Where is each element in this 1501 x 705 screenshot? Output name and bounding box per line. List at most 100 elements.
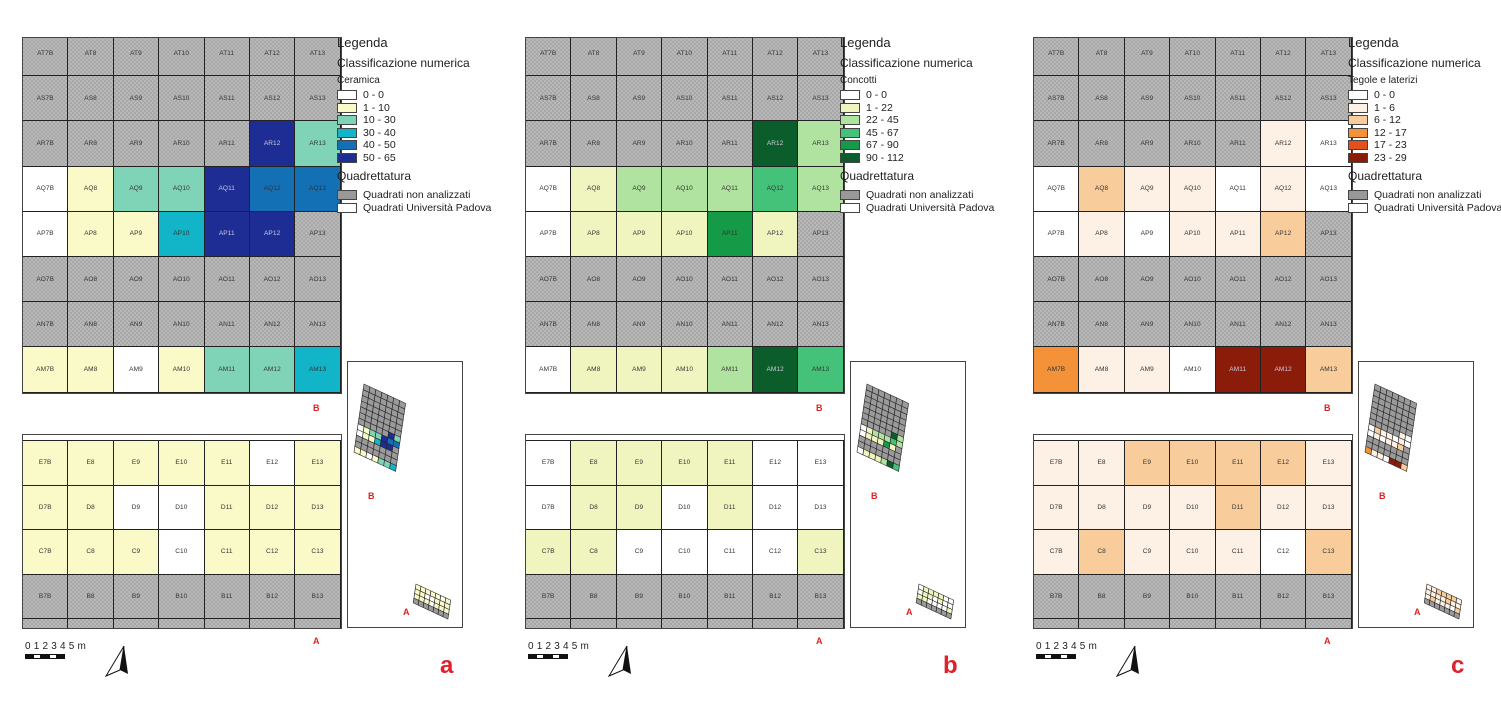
grid-square: C12 [1259, 529, 1307, 575]
legend-label: Quadrati Università Padova [363, 201, 492, 214]
grid-square: AT13 [1305, 37, 1352, 77]
grid-square: D12 [248, 484, 296, 530]
grid-square: AT12 [1259, 37, 1307, 77]
grid-square: AO7B [22, 255, 69, 303]
legend-swatch [337, 90, 357, 101]
grid-square: AN9 [1123, 301, 1171, 348]
grid-square: A13 [797, 618, 844, 628]
scale-segment [1044, 654, 1052, 659]
legend-swatch [337, 127, 357, 138]
grid-square: E9 [112, 440, 160, 486]
legend-category: Concotti [840, 75, 877, 86]
grid-square: AQ8 [67, 165, 114, 212]
grid-square: AN12 [1259, 301, 1307, 348]
grid-square: A13 [294, 618, 341, 628]
grid-square: AR12 [751, 120, 799, 167]
grid-square: B13 [1305, 573, 1352, 619]
grid-square: B11 [706, 573, 753, 619]
grid-square: E8 [570, 440, 617, 486]
grid-square: AM7B [22, 346, 69, 393]
grid-square [22, 618, 69, 628]
grid-square: AR12 [1259, 120, 1307, 167]
grid-square: E11 [706, 440, 753, 486]
grid-square: AN11 [1214, 301, 1261, 348]
legend-item: Quadrati Università Padova [1348, 202, 1501, 215]
grid-square: AT13 [294, 37, 341, 77]
grid-square: AT9 [1123, 37, 1171, 77]
grid-square: AQ8 [570, 165, 617, 212]
grid-square: AP8 [570, 210, 617, 257]
grid-square: B7B [525, 573, 572, 619]
grid-square: B10 [661, 573, 708, 619]
grid-square: AS8 [67, 75, 114, 122]
grid-square: AP12 [751, 210, 799, 257]
scale-segment [1060, 654, 1068, 659]
grid-square: AT10 [661, 37, 708, 77]
legend-range: 17 - 23 [1374, 139, 1407, 152]
legend-item: 22 - 45 [840, 114, 1000, 127]
grid-square: AM13 [294, 346, 341, 393]
grid-square: E11 [1214, 440, 1261, 486]
grid-square: AR11 [203, 120, 250, 167]
scale-segment [552, 654, 560, 659]
grid-square: AP11 [706, 210, 753, 257]
legend-item: 0 - 0 [1348, 89, 1501, 102]
grid-square: AR9 [1123, 120, 1171, 167]
grid-square: AQ13 [1305, 165, 1352, 212]
area-label-b: B [313, 403, 320, 413]
grid-square: AQ13 [294, 165, 341, 212]
grid-square [570, 618, 617, 628]
grid-square: AR13 [797, 120, 844, 167]
legend-item: 0 - 0 [840, 89, 1000, 102]
grid-square: AO12 [751, 255, 799, 303]
legend-range: 0 - 0 [866, 89, 888, 102]
scale-segment [544, 654, 552, 659]
legend-title: Legenda [1348, 35, 1399, 50]
grid-square: AS7B [1033, 75, 1080, 122]
grid-square: AQ8 [1078, 165, 1125, 212]
grid-square: AQ10 [158, 165, 205, 212]
grid-square: C7B [525, 529, 572, 575]
grid-square: AM12 [1259, 346, 1307, 393]
grid-square: AP13 [294, 210, 341, 257]
north-arrow-icon [104, 645, 128, 678]
legend-item: Quadrati non analizzati [1348, 189, 1501, 202]
legend-item: 17 - 23 [1348, 139, 1501, 152]
grid-square: B10 [1169, 573, 1216, 619]
grid-square: AP11 [1214, 210, 1261, 257]
grid-square: AM10 [158, 346, 205, 393]
grid-square: AM9 [1123, 346, 1171, 393]
grid-square: AT11 [203, 37, 250, 77]
grid-square: AQ9 [615, 165, 663, 212]
grid-square: AT7B [525, 37, 572, 77]
grid-square: C10 [1169, 529, 1216, 575]
grid-square: AO12 [1259, 255, 1307, 303]
grid-square: E12 [1259, 440, 1307, 486]
locator-square [945, 611, 952, 620]
grid-square: D8 [570, 484, 617, 530]
legend-classification: Classificazione numerica [1348, 56, 1481, 70]
legend-item: 12 - 17 [1348, 127, 1501, 140]
grid-square: D7B [525, 484, 572, 530]
grid-square: AO11 [203, 255, 250, 303]
inset-label-a: A [906, 607, 913, 617]
grid-square: AP12 [248, 210, 296, 257]
grid-square: AM7B [1033, 346, 1080, 393]
panel-letter: b [943, 652, 958, 679]
grid-square: AS10 [1169, 75, 1216, 122]
grid-square: D8 [67, 484, 114, 530]
grid-square: AS11 [203, 75, 250, 122]
grid-square: AQ10 [1169, 165, 1216, 212]
grid-square: AS10 [158, 75, 205, 122]
grid-square: AS9 [1123, 75, 1171, 122]
grid-square: AT7B [1033, 37, 1080, 77]
grid-square: AT11 [1214, 37, 1261, 77]
grid-square: AR11 [706, 120, 753, 167]
grid-square: AS8 [570, 75, 617, 122]
legend-item: 0 - 0 [337, 89, 497, 102]
legend-range: 12 - 17 [1374, 126, 1407, 139]
grid-square: C8 [67, 529, 114, 575]
